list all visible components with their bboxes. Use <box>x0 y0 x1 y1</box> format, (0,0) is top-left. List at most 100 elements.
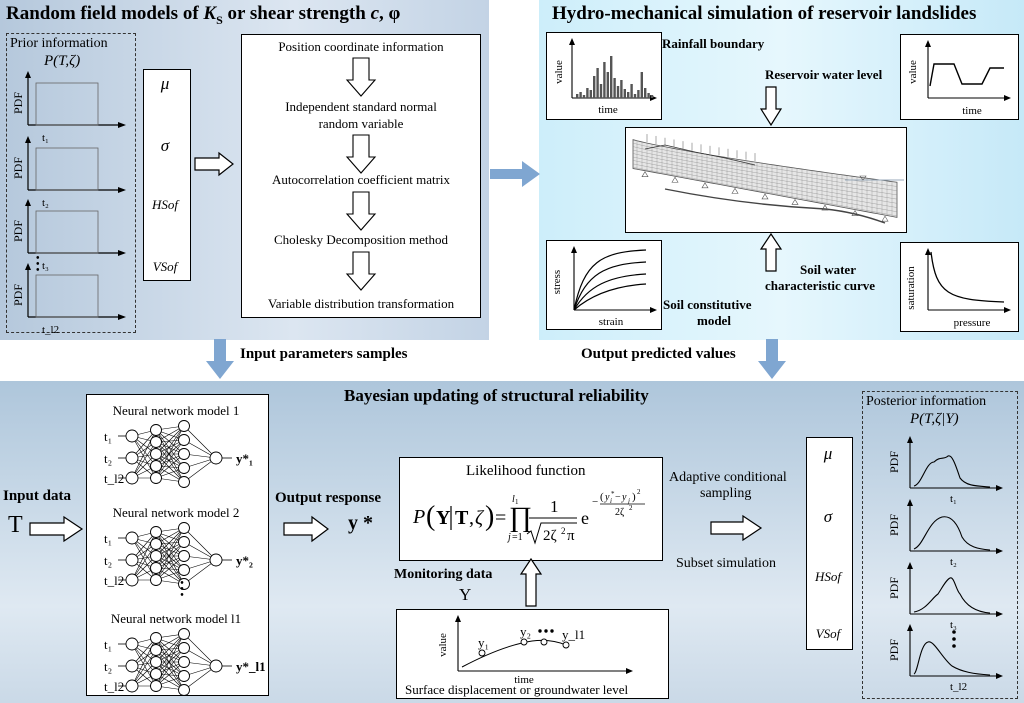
ellipsis-dot <box>550 629 554 633</box>
nn-edge <box>183 559 217 585</box>
svg-text:−: − <box>592 496 598 508</box>
nn-edge <box>155 425 185 455</box>
arrow-monitoring-up <box>519 557 543 607</box>
random-field-title: Random field models of KS or shear stren… <box>6 3 401 27</box>
posterior-pdf-curve <box>913 577 991 614</box>
arrowhead <box>925 40 931 47</box>
monitoring-label: Monitoring data <box>394 567 493 582</box>
svg-text:−: − <box>615 492 621 503</box>
nn-edge <box>155 541 185 569</box>
svg-text:2: 2 <box>561 526 566 536</box>
arrowhead <box>996 611 1003 617</box>
input-data-label: Input data <box>3 488 71 504</box>
subset-simulation-label: Subset simulation <box>676 556 776 571</box>
arrowhead <box>996 485 1003 491</box>
nn-edge <box>131 649 157 687</box>
svg-text:∏: ∏ <box>509 502 532 533</box>
nn-node <box>150 656 162 668</box>
bayesian-title: Bayesian updating of structural reliabil… <box>344 386 649 405</box>
parameter-box-right <box>806 437 853 650</box>
random-field-steps: Position coordinate informationIndepende… <box>268 39 455 311</box>
load-line <box>644 144 756 166</box>
rain-bar <box>579 92 582 98</box>
arrowhead <box>907 562 913 569</box>
nn-edge <box>183 665 217 691</box>
parameter-3: VSof <box>153 259 180 274</box>
nn-node <box>150 538 162 550</box>
svg-text:(: ( <box>600 491 604 503</box>
nn-node <box>150 644 162 656</box>
likelihood-title: Likelihood function <box>466 463 586 479</box>
step-arrow <box>345 251 377 291</box>
arrow-likelihood-to-params <box>710 514 763 542</box>
pdf-ylabel: PDF <box>887 639 901 661</box>
t-label: t₂ <box>42 197 49 209</box>
parameter-0: μ <box>160 74 170 93</box>
parameter-2: HSof <box>151 197 180 212</box>
parameter-0: μ <box>823 444 833 463</box>
nn-edge <box>183 425 217 459</box>
mesh-line <box>632 163 898 212</box>
nn-edge <box>155 439 185 479</box>
nn-node <box>209 451 223 465</box>
svg-text:e: e <box>581 508 589 528</box>
nn-edge <box>155 441 185 483</box>
rain-bar <box>640 72 643 98</box>
ellipsis-dot <box>544 629 548 633</box>
landslide-mesh <box>632 134 904 224</box>
constitutive-label-1: Soil constitutive <box>663 297 752 312</box>
uniform-pdf <box>35 147 99 191</box>
arrowhead <box>25 263 31 270</box>
monitoring-point <box>520 638 528 646</box>
posterior-pdf-curve <box>913 455 991 488</box>
rain-bar <box>610 56 613 98</box>
posterior-pdf-curve <box>913 516 991 551</box>
nn-edge <box>183 633 217 667</box>
nn-edge <box>131 435 157 479</box>
nn-edge <box>155 661 185 691</box>
step-4: Cholesky Decomposition method <box>274 232 449 247</box>
ellipsis-dot <box>538 629 542 633</box>
nn-node <box>178 642 190 654</box>
arrowhead <box>118 187 126 193</box>
stress-curve <box>573 249 647 311</box>
svg-text:Y: Y <box>436 507 451 529</box>
nn-node <box>125 553 139 567</box>
nn-node <box>125 659 139 673</box>
posterior-formula: P(T,ζ|Y) <box>910 411 959 427</box>
nn-node <box>150 550 162 562</box>
rain-bar <box>603 62 606 98</box>
arrow-output-predicted <box>758 339 786 379</box>
arrowhead <box>650 307 657 313</box>
nn-node <box>209 553 223 567</box>
nn-edge <box>155 661 185 687</box>
nn-node <box>150 562 162 574</box>
water-level-line <box>929 63 1004 87</box>
pdf-ylabel: PDF <box>11 220 25 242</box>
nn-node <box>150 472 162 484</box>
mesh-line <box>632 153 898 200</box>
axis-label: pressure <box>954 317 991 329</box>
svg-text:y: y <box>604 492 610 503</box>
arrowhead <box>25 71 31 78</box>
svg-text:2: 2 <box>637 488 641 496</box>
svg-text:2ζ: 2ζ <box>543 528 557 544</box>
svg-text:*: * <box>611 490 615 498</box>
nn-node <box>178 578 190 590</box>
rain-bar <box>613 78 616 98</box>
prior-information-box <box>6 33 136 333</box>
nn-edge <box>131 441 157 479</box>
nn-edge <box>131 543 157 581</box>
nn-node <box>178 462 190 474</box>
nn-title: Neural network model l1 <box>111 611 241 626</box>
t-label: t₁ <box>950 493 957 505</box>
arrowhead <box>626 668 633 674</box>
nn-input-label: t_l2 <box>104 679 124 694</box>
support <box>701 182 709 189</box>
